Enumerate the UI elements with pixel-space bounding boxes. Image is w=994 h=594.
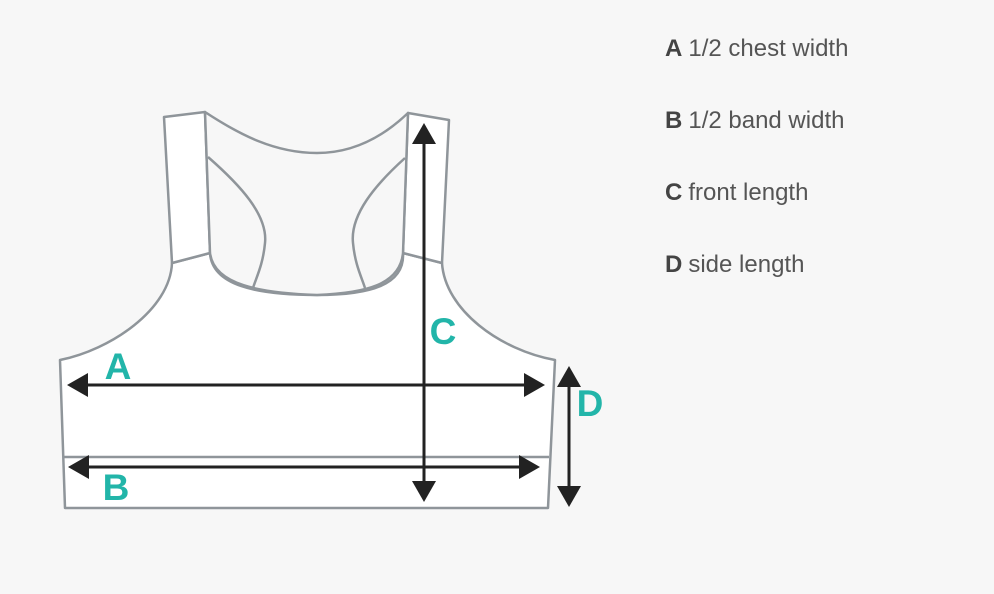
label-b: B (103, 467, 130, 508)
label-d: D (577, 383, 604, 424)
right-strap (401, 111, 451, 265)
label-a: A (105, 346, 132, 387)
left-strap (162, 110, 212, 265)
legend-letter: D (665, 251, 683, 278)
legend-letter: B (665, 107, 683, 134)
right-racer-seam (351, 157, 406, 289)
legend-letter: C (665, 179, 683, 206)
legend-text: 1/2 chest width (688, 35, 849, 62)
legend-letter: A (665, 35, 683, 62)
legend-text: 1/2 band width (688, 107, 845, 134)
label-c: C (430, 311, 457, 352)
legend-text: side length (688, 251, 805, 278)
back-panel (203, 110, 410, 297)
legend-text: front length (688, 179, 809, 206)
left-racer-seam (207, 156, 267, 289)
